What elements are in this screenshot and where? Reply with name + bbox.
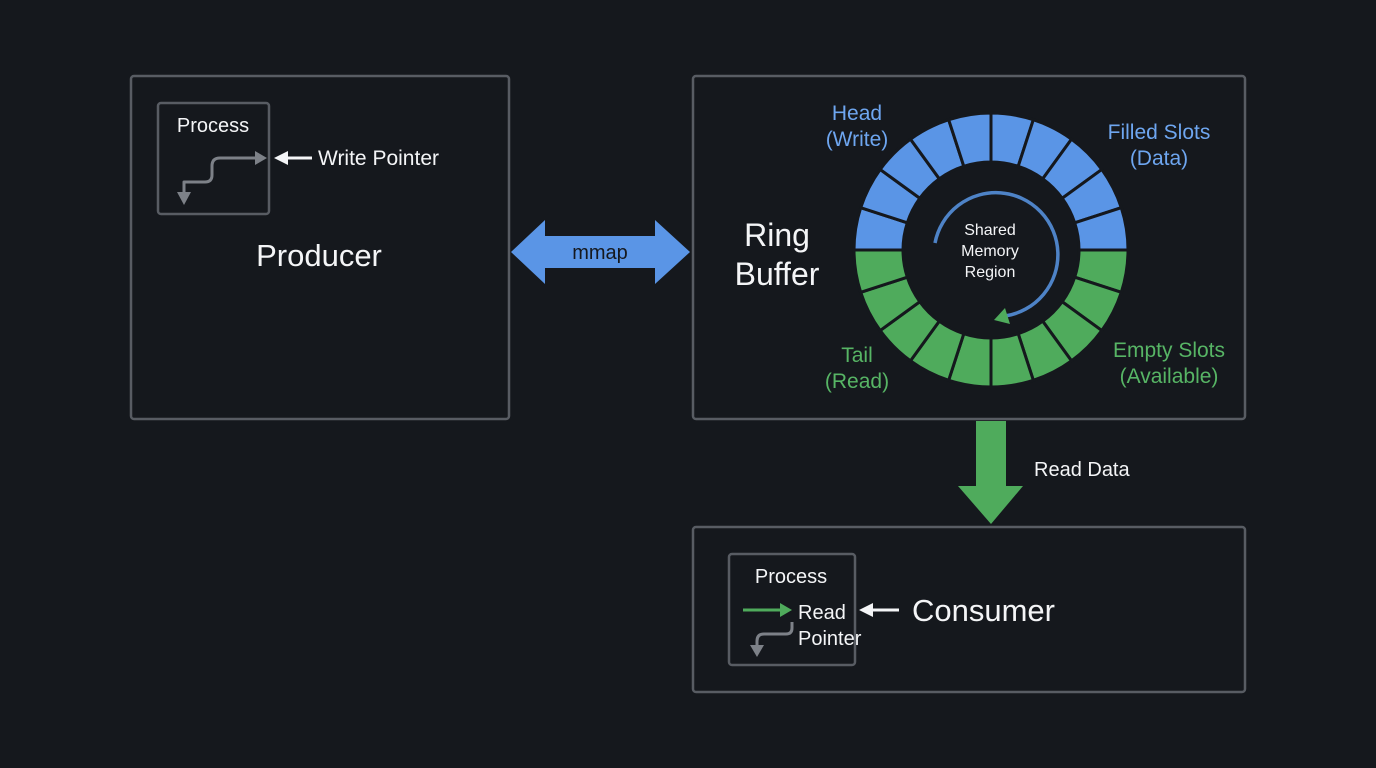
read-data-arrow-shape [958,421,1023,524]
empty-slots-label-line1: Empty Slots [1113,339,1225,362]
ring-slots [852,111,1130,389]
consumer-title: Consumer [912,593,1055,628]
consumer-box: Process Read Pointer Consumer [691,525,1247,694]
mmap-label: mmap [572,242,628,264]
producer-process-label: Process [177,115,249,137]
read-pointer-label-line2: Pointer [798,628,862,650]
write-pointer-arrow [274,151,312,165]
producer-box: Process Write Pointer Producer [129,74,511,421]
ring-buffer-box: Ring Buffer Shared Memory Region Head (W… [691,74,1247,421]
read-pointer-label-line1: Read [798,602,846,624]
center-circular-arrow [933,190,1060,318]
producer-flow-arrowhead-down [177,192,191,205]
tail-label-line2: (Read) [825,370,889,393]
center-label-line3: Region [965,264,1016,281]
consumer-green-flow-arrowhead [780,603,792,617]
producer-process-box [156,101,271,216]
producer-title: Producer [256,238,382,273]
producer-frame [129,74,511,421]
empty-slots-label-line2: (Available) [1120,365,1219,388]
filled-slots-label-line2: (Data) [1130,147,1188,170]
filled-slots-label-line1: Filled Slots [1108,121,1211,144]
center-label-line1: Shared [964,222,1016,239]
producer-flow-arrowhead-right [255,151,267,165]
center-label-line2: Memory [961,243,1019,260]
head-label-line2: (Write) [826,128,889,151]
consumer-gray-flow-line [755,622,794,648]
tail-label-line1: Tail [841,344,873,367]
consumer-gray-flow-arrowhead [750,645,764,657]
read-data-label: Read Data [1034,459,1130,481]
center-circular-arrowhead [994,308,1010,324]
write-pointer-label: Write Pointer [318,147,439,170]
consumer-process-box [727,552,857,667]
consumer-process-label: Process [755,566,827,588]
mmap-arrow-shape [511,220,690,284]
read-data-arrow: Read Data [958,421,1130,524]
ring-buffer-frame [691,74,1247,421]
producer-flow-arrow [182,156,262,198]
read-pointer-arrow [859,603,899,617]
consumer-frame [691,525,1247,694]
ring-buffer-title-line2: Buffer [735,256,820,292]
ring-buffer-title-line1: Ring [744,217,810,253]
head-label-line1: Head [832,102,882,125]
empty-slot [852,248,910,295]
mmap-double-arrow: mmap [511,220,690,284]
